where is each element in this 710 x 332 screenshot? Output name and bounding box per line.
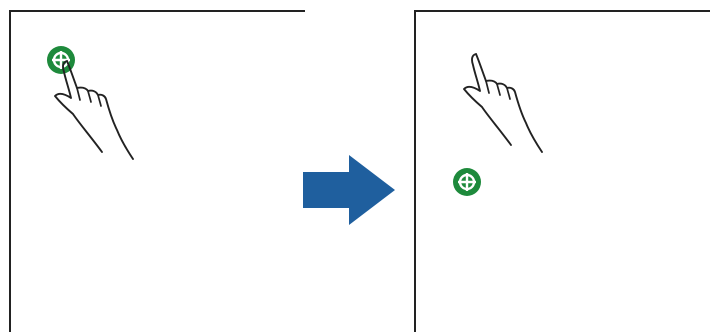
move-target-icon (453, 168, 481, 196)
panel-after (414, 10, 710, 332)
pointing-hand-icon (458, 51, 548, 161)
panel-before (9, 10, 305, 332)
pointing-hand-icon (49, 58, 139, 168)
right-arrow-icon (303, 155, 395, 225)
